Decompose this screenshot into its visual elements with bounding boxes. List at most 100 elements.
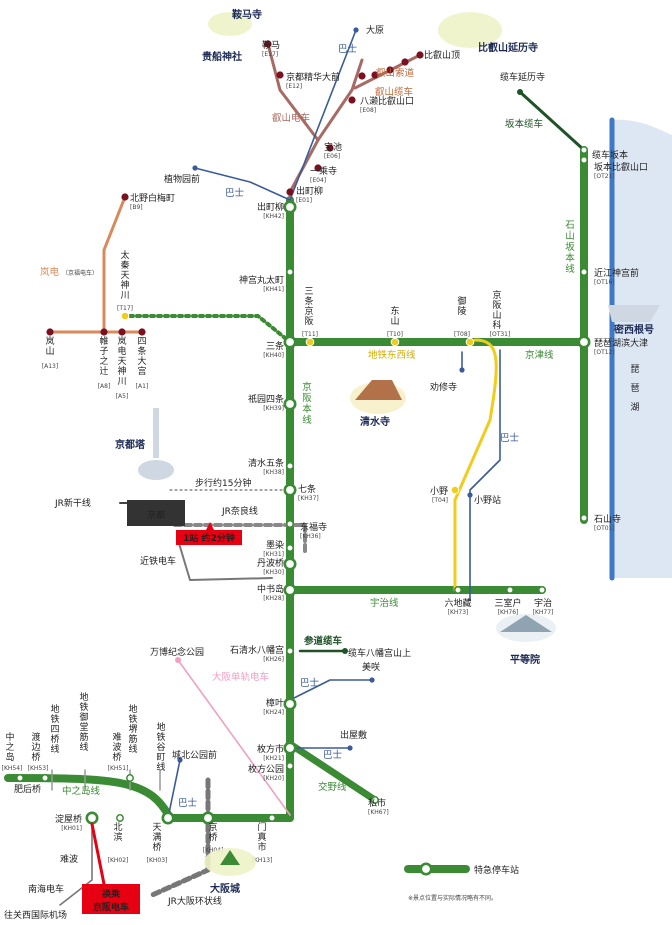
keihan-local-stop-9: [538, 586, 546, 594]
jr-shinkansen-label: JR新干线: [54, 497, 91, 509]
svg-text:谷: 谷: [156, 742, 165, 753]
svg-text:线: 线: [565, 263, 575, 275]
keihan-local-stop-4: [286, 647, 294, 655]
randen-kitano-line: [102, 195, 127, 334]
sakamoto-cable-line: [518, 90, 586, 152]
station-chushojima-stop: [283, 583, 297, 597]
svg-text:山: 山: [565, 231, 575, 242]
station-omi-jingu-label: 近江神宫前: [594, 267, 639, 279]
station-takaragaike-label: 宝池: [324, 141, 342, 153]
svg-text:地: 地: [79, 691, 88, 703]
randen-label: 岚电: [40, 266, 60, 278]
svg-text:石: 石: [565, 220, 575, 231]
keihan-local-stop-5: [286, 762, 294, 770]
svg-text:筋: 筋: [128, 733, 137, 745]
ohara-stop: [353, 27, 359, 33]
station-keihan-yamashina-code: [OT31]: [490, 331, 511, 338]
station-omi-jingu-code: [OT16]: [594, 279, 615, 286]
transfer-badge-line2: 京阪电车: [93, 901, 129, 913]
svg-text:波: 波: [112, 741, 121, 753]
keihan-local-stop-10: [268, 814, 276, 822]
station-ichijoji-code: [E04]: [310, 177, 326, 184]
station-cable-hachimangu-label: 缆车八幡宫山上: [348, 647, 411, 659]
keihan-local-stop-0: [286, 268, 294, 276]
keihan-local-stop-15: [580, 156, 588, 164]
svg-text:京: 京: [304, 305, 313, 317]
svg-text:东: 东: [390, 305, 399, 317]
svg-text:铁: 铁: [128, 713, 137, 725]
eizan-stop-2: [326, 144, 334, 152]
svg-text:山: 山: [492, 310, 501, 321]
nankai-line: [59, 817, 93, 906]
svg-text:四: 四: [137, 337, 146, 347]
station-kiyomizu-label: 清水五条: [248, 457, 284, 469]
lake-biwa: [612, 119, 672, 578]
station-yodoyabashi-code: [KH01]: [61, 825, 82, 832]
svg-text:北: 北: [113, 822, 122, 833]
landmark-michigan-label: 密西根号: [614, 323, 654, 336]
svg-text:桥: 桥: [31, 751, 40, 763]
kyoto-station-box: [127, 500, 185, 526]
station-hirakatashi-label: 枚方市: [257, 743, 284, 755]
station-sanjo-label: 三条: [266, 340, 284, 352]
station-hamaotsu-label: 琵琶湖滨大津: [594, 337, 648, 349]
station-sanjo-code: [KH40]: [263, 352, 284, 359]
svg-text:真: 真: [257, 831, 266, 843]
station-demachiyanagi-stop: [283, 200, 297, 214]
station-demachiyanagi-label: 出町柳: [257, 201, 284, 213]
monorail-label: 大阪单轨电车: [212, 671, 269, 683]
svg-text:铁: 铁: [79, 701, 88, 713]
kyoto-station-label: 京都: [147, 509, 165, 521]
station-sakamoto-hiei-label: 坂本比叡山口: [594, 161, 648, 173]
landmark-kiyomizu-label: 清水寺: [360, 415, 390, 428]
byodoin-roof: [500, 615, 552, 632]
station-cable-enryakuji-label: 缆车延历寺: [500, 71, 545, 83]
svg-text:边: 边: [31, 742, 40, 753]
station-sanjo-stop: [283, 335, 297, 349]
station-yase-label: 八濑比叡山口: [360, 95, 414, 107]
landmark-enryakuji-label: 比叡山延历寺: [478, 41, 538, 54]
station-yase-code: [E08]: [360, 107, 376, 114]
eizan-stop-6: [386, 66, 394, 74]
hiei-ropeway-label: 叡山索道: [376, 67, 415, 79]
kyoto-walk-label: 步行约15分钟: [195, 477, 251, 489]
station-shichijo-stop: [283, 483, 297, 497]
uzumasa-subway-stop: [120, 311, 130, 321]
bus-label-deyashiki: 巴士: [323, 749, 343, 761]
station-higashiyama-code: [T10]: [387, 331, 403, 338]
station-kiyomizu-code: [KH38]: [263, 469, 284, 476]
svg-text:桥: 桥: [112, 751, 121, 763]
eizan-kurama-line: [266, 42, 320, 142]
station-sanjokeihan-code: [T11]: [302, 331, 318, 338]
osakajo-roof: [220, 850, 240, 865]
sanjo-keihan-subway-stop: [305, 337, 315, 347]
svg-text:子: 子: [99, 346, 108, 357]
transfer-badge-line1: 换乘: [102, 888, 121, 900]
station-sakamoto-hiei-code: [OT21]: [594, 173, 615, 180]
katano-line: [286, 740, 379, 804]
landmark-byodoin-label: 平等院: [510, 653, 540, 666]
deyashiki-stop: [347, 745, 353, 751]
landmark-kyoto-tower-label: 京都塔: [115, 438, 146, 451]
station-arashiden-tenjin-code: [A5]: [116, 393, 129, 400]
jr-osaka-loop-line: [147, 777, 211, 899]
station-kokusai-code: [E12]: [286, 83, 302, 90]
keihan-local-stop-1: [286, 462, 294, 470]
sando-cable-label: 参道缆车: [303, 635, 343, 647]
nankai-label: 南海电车: [28, 883, 64, 895]
eizan-stop-5: [371, 71, 379, 79]
svg-text:市: 市: [257, 841, 266, 853]
eizan-stop-1: [314, 164, 322, 172]
keihan-local-stop-7: [454, 586, 462, 594]
station-kadoma-code: [KH13]: [252, 857, 273, 864]
station-ono-label: 小野: [430, 486, 448, 497]
station-demachiyanagi-e-code: [E01]: [296, 197, 312, 204]
svg-text:线: 线: [128, 743, 137, 755]
svg-text:京: 京: [208, 821, 217, 833]
bus-ohara-route: [289, 29, 357, 201]
station-shichijo-code: [KH37]: [298, 495, 319, 502]
keihan-local-stop-17: [580, 514, 588, 522]
transfer-arrow: [90, 822, 106, 886]
